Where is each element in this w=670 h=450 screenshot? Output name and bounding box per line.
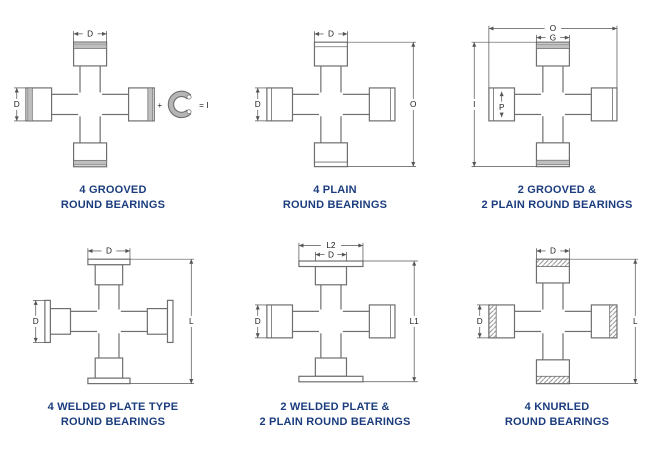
ujoint-cross (487, 258, 618, 385)
dim-label-right: O (410, 100, 416, 109)
dimension-g: G (535, 34, 570, 43)
dim-label-top: L2 (326, 241, 336, 250)
dimension-right-l: L (129, 258, 194, 385)
dim-label-top: D (549, 247, 555, 256)
dimension-right-o: O (346, 41, 416, 168)
caption: 2 WELDED PLATE & 2 PLAIN ROUND BEARINGS (259, 400, 410, 430)
dimension-left-d: D (14, 87, 26, 122)
dim-label-left: D (32, 317, 38, 326)
knurl-band (535, 258, 570, 268)
cell-4-grooved: D D + = I 4 GROOVED ROUND BEARINGS (2, 8, 224, 225)
dimension-left-d: D (476, 304, 489, 339)
dim-label-top: D (87, 30, 93, 39)
caption-line: 2 WELDED PLATE & (280, 401, 390, 414)
caption: 4 GROOVED ROUND BEARINGS (61, 183, 165, 213)
caption: 2 GROOVED & 2 PLAIN ROUND BEARINGS (481, 183, 632, 213)
cell-2-grooved-2-plain: O G I P 2 GROOVED & 2 PLAIN ROUND (446, 8, 668, 225)
caption: 4 KNURLED ROUND BEARINGS (505, 400, 609, 430)
dimension-inner-d: D (314, 251, 347, 262)
cell-2-welded-2-plain: L2 D D L1 2 WELDED PLATE & (224, 225, 446, 442)
dim-label-top: D (105, 247, 111, 256)
ujoint-cross (25, 41, 155, 168)
dimension-left-d: D (254, 304, 267, 339)
ujoint-cross (43, 258, 174, 385)
dim-label-inner-top: D (327, 251, 333, 260)
dimension-top-o: O (488, 24, 617, 89)
dim-label-right: L1 (409, 317, 419, 326)
caption-line: ROUND BEARINGS (60, 416, 166, 428)
dimension-right-l1: L1 (362, 260, 419, 383)
knurl-band (608, 304, 617, 339)
dim-label-top: D (327, 30, 333, 39)
caption: 4 PLAIN ROUND BEARINGS (283, 183, 387, 213)
caption-line: 2 PLAIN ROUND BEARINGS (259, 416, 411, 428)
dim-label-left: D (254, 100, 260, 109)
dimension-top-l2: L2 (298, 241, 363, 262)
caption-line: 2 GROOVED & (517, 184, 597, 197)
caption: 4 WELDED PLATE TYPE ROUND BEARINGS (48, 400, 179, 430)
diagram-2-grooved-2-plain-round-bearings: O G I P (470, 24, 618, 168)
caption-line: ROUND BEARINGS (60, 199, 166, 211)
dim-label-left: D (254, 317, 260, 326)
dimension-p: P (498, 91, 504, 118)
ujoint-cross (487, 41, 618, 168)
dimension-left-i: I (470, 41, 536, 168)
dimension-top-d: D (73, 30, 107, 43)
dim-label-right: L (188, 317, 193, 326)
cell-4-plain: D D O 4 PLAIN ROUND BEARINGS (224, 8, 446, 225)
caption-line: 2 PLAIN ROUND BEARINGS (481, 199, 633, 211)
dim-label-left: D (14, 100, 20, 109)
caption-line: 4 GROOVED (79, 184, 147, 197)
cell-4-welded-plate: D D L 4 WELDED PLATE TYPE ROUND BEARINGS (2, 225, 224, 442)
plus-sign: + (157, 101, 162, 110)
diagram-4-welded-plate-round-bearings: D D L (32, 247, 194, 385)
dimension-left-d: D (32, 300, 45, 343)
caption-line: ROUND BEARINGS (282, 199, 388, 211)
knurl-band (487, 304, 497, 339)
diagram-2-welded-2-plain-round-bearings: L2 D D L1 (254, 241, 419, 383)
snap-ring-equation: + = I (157, 90, 209, 119)
dim-label-left: D (476, 317, 482, 326)
diagram-4-knurled-round-bearings: D D L (476, 247, 638, 385)
caption-line: 4 WELDED PLATE TYPE (47, 401, 179, 414)
dim-label-inner-top: G (549, 34, 555, 43)
dim-label-top: O (549, 24, 555, 33)
dim-label-inner-left: P (498, 103, 504, 112)
knurl-band (535, 376, 570, 385)
ujoint-cross (265, 41, 396, 168)
dim-label-right: L (632, 317, 637, 326)
ujoint-cross (265, 260, 396, 383)
cell-4-knurled: D D L 4 KNURLED ROUND BEARINGS (446, 225, 668, 442)
caption-line: 4 KNURLED (524, 401, 590, 414)
caption-line: ROUND BEARINGS (504, 416, 610, 428)
caption-line: 4 PLAIN (313, 184, 357, 197)
dimension-top-d: D (313, 30, 348, 43)
dim-label-result: = I (199, 101, 208, 110)
dimension-top-d: D (535, 247, 570, 260)
dimension-right-l: L (568, 258, 638, 385)
dim-label-left: I (473, 100, 475, 109)
diagram-4-grooved-round-bearings: D D + = I (14, 30, 209, 168)
dimension-left-d: D (254, 87, 267, 122)
dimension-top-d: D (87, 247, 130, 260)
diagram-4-plain-round-bearings: D D O (254, 30, 416, 168)
